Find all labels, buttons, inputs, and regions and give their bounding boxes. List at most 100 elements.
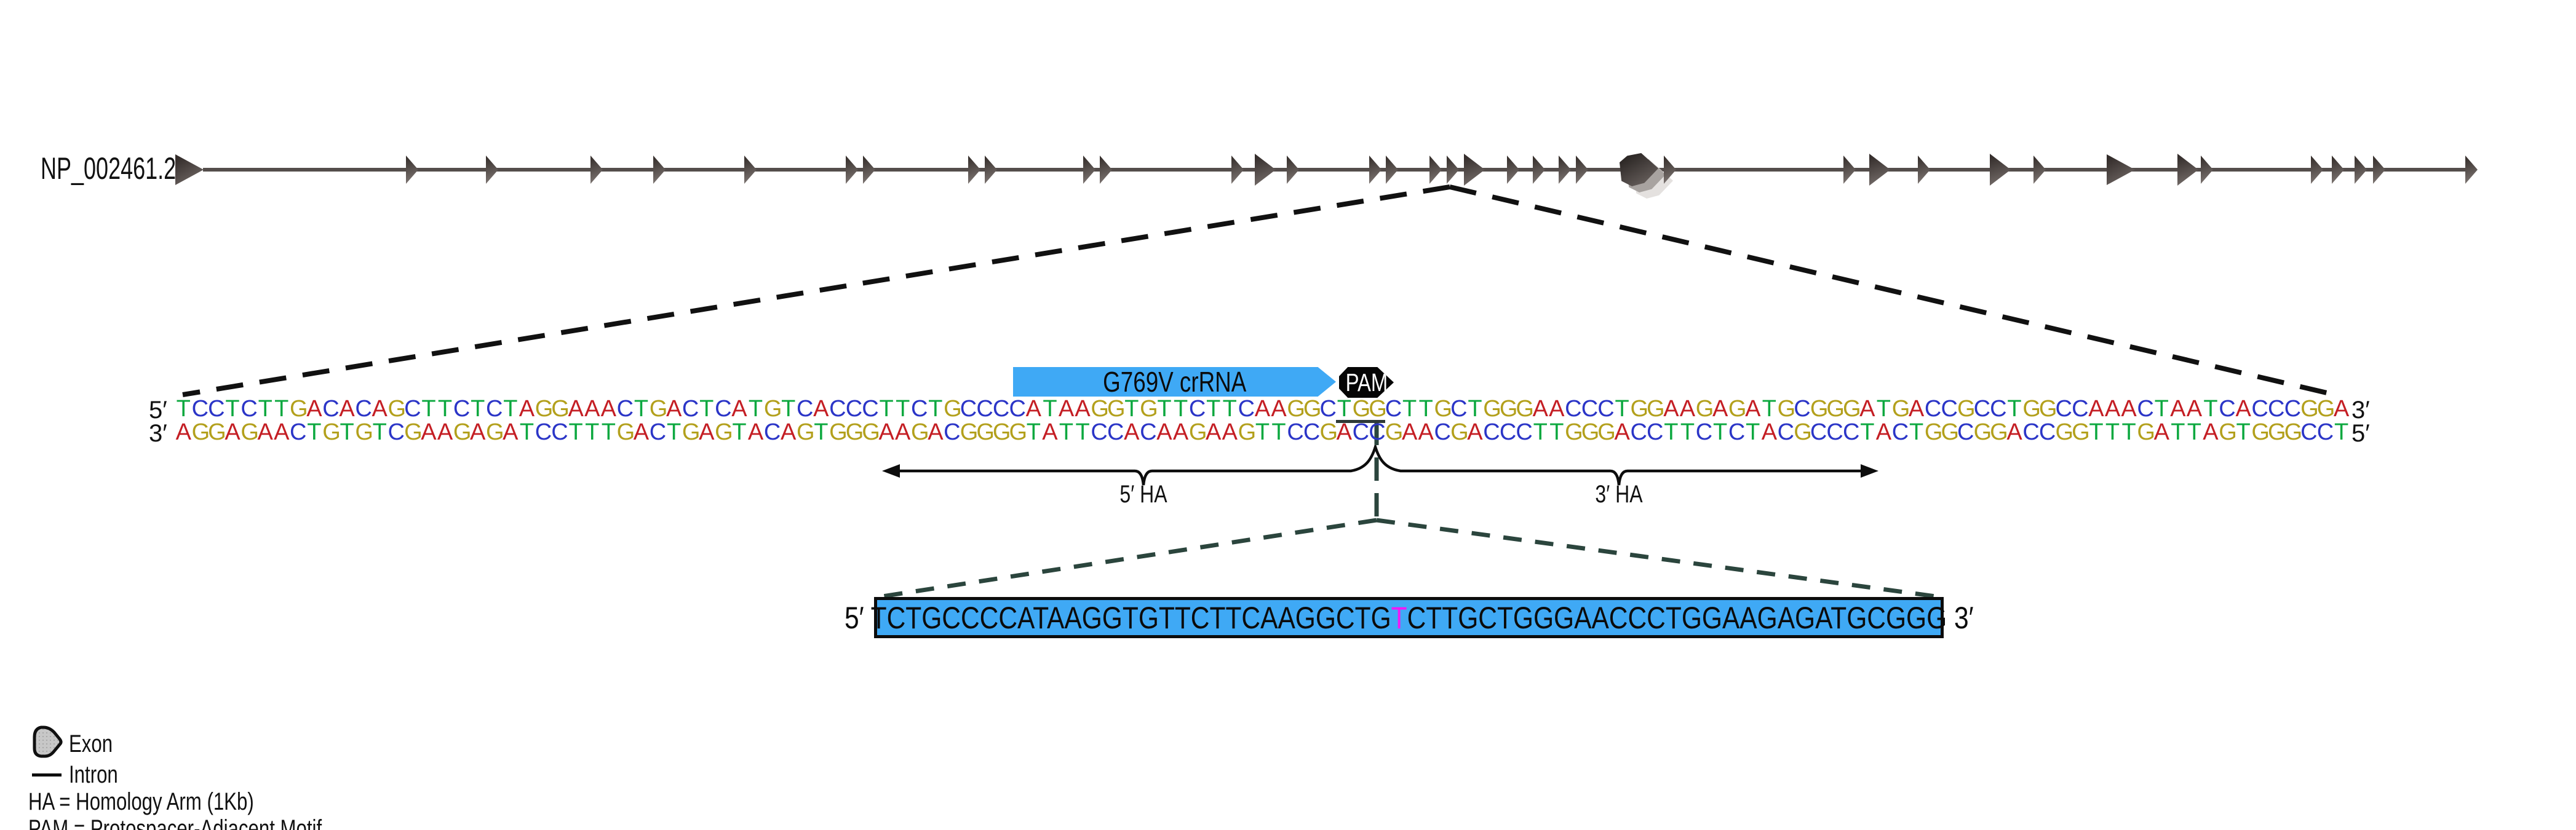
donor-sequence-suffix: CTTGCTGGGAACCCTGGAAGAGATGCGGG 3′ <box>1407 600 1974 635</box>
base-C: C <box>388 419 405 445</box>
base-G: G <box>2284 419 2303 445</box>
base-C: C <box>1581 396 1599 422</box>
base-C: C <box>2251 396 2268 422</box>
base-G: G <box>485 419 504 445</box>
base-G: G <box>616 419 635 445</box>
exon-arrow <box>2177 154 2198 186</box>
base-G: G <box>2251 419 2270 445</box>
base-T: T <box>1271 419 1286 445</box>
exon-arrow <box>653 156 666 184</box>
exon-arrow <box>1918 156 1930 184</box>
base-C: C <box>1369 419 1386 445</box>
base-C: C <box>976 396 993 422</box>
exon-arrow <box>1576 156 1588 184</box>
base-C: C <box>355 396 372 422</box>
base-C: C <box>1794 396 1811 422</box>
intron-track-line <box>203 168 2465 172</box>
base-C: C <box>2316 419 2334 445</box>
base-T: T <box>1043 396 1057 422</box>
exon-arrow <box>1507 156 1519 184</box>
bottom-strand-5prime-label: 5′ <box>2351 420 2370 447</box>
gene-accession-label: NP_002461.2 <box>41 151 177 186</box>
base-A: A <box>1042 419 1058 445</box>
base-C: C <box>911 396 928 422</box>
base-G: G <box>1777 396 1796 422</box>
base-A: A <box>1025 396 1042 422</box>
base-C: C <box>2072 396 2089 422</box>
base-G: G <box>2055 419 2074 445</box>
ha-3prime-label: 3′ HA <box>1595 481 1643 508</box>
exon-arrow <box>1100 156 1112 184</box>
base-C: C <box>1516 419 1533 445</box>
base-C: C <box>2268 396 2285 422</box>
base-G: G <box>1483 396 1501 422</box>
base-C: C <box>1728 419 1746 445</box>
base-G: G <box>1728 396 1747 422</box>
base-T: T <box>1124 396 1139 422</box>
base-T: T <box>519 419 535 445</box>
base-C: C <box>241 396 258 422</box>
base-T: T <box>781 396 796 422</box>
exon-arrow <box>744 156 757 184</box>
exon-arrow <box>968 156 980 184</box>
base-A: A <box>1172 419 1189 445</box>
base-T: T <box>258 396 272 422</box>
base-G: G <box>796 419 815 445</box>
base-T: T <box>176 396 191 422</box>
base-C: C <box>992 396 1010 422</box>
base-C: C <box>1647 419 1664 445</box>
exon-arrow <box>2311 156 2323 184</box>
base-T: T <box>2154 396 2169 422</box>
base-C: C <box>1450 396 1468 422</box>
base-A: A <box>1271 396 1287 422</box>
exon-arrow <box>863 156 875 184</box>
base-A: A <box>1663 396 1679 422</box>
base-G: G <box>1140 396 1158 422</box>
base-C: C <box>1973 396 1991 422</box>
base-A: A <box>2333 396 2350 422</box>
base-C: C <box>2284 396 2302 422</box>
base-C: C <box>1188 396 1206 422</box>
base-T: T <box>2007 396 2022 422</box>
base-G: G <box>1369 396 1387 422</box>
base-A: A <box>2235 396 2251 422</box>
base-A: A <box>781 419 797 445</box>
base-A: A <box>584 396 600 422</box>
base-G: G <box>1499 396 1518 422</box>
donor-mutant-base: T <box>1391 600 1407 635</box>
base-G: G <box>1581 419 1600 445</box>
base-T: T <box>1746 419 1760 445</box>
legend-intron-label: Intron <box>69 761 118 788</box>
base-C: C <box>2022 419 2040 445</box>
exon-arrow <box>1429 156 1442 184</box>
base-G: G <box>1287 396 1305 422</box>
base-G: G <box>1319 419 1338 445</box>
base-C: C <box>1238 396 1255 422</box>
exon-arrow <box>1559 156 1571 184</box>
base-C: C <box>682 396 699 422</box>
base-T: T <box>2334 419 2349 445</box>
base-C: C <box>1107 419 1124 445</box>
base-G: G <box>1516 396 1534 422</box>
base-A: A <box>1745 396 1761 422</box>
base-C: C <box>290 419 307 445</box>
base-C: C <box>1319 396 1337 422</box>
base-C: C <box>322 396 340 422</box>
base-A: A <box>1875 419 1892 445</box>
base-T: T <box>1615 396 1629 422</box>
base-T: T <box>814 419 829 445</box>
exon-arrow <box>985 156 997 184</box>
base-A: A <box>1222 419 1238 445</box>
base-T: T <box>1206 396 1221 422</box>
base-G: G <box>944 396 962 422</box>
exon-arrow <box>2201 156 2213 184</box>
exon-arrow <box>1083 156 1095 184</box>
base-T: T <box>340 419 354 445</box>
base-C: C <box>1810 419 1827 445</box>
base-C: C <box>763 419 781 445</box>
base-G: G <box>1450 419 1469 445</box>
base-C: C <box>1842 419 1860 445</box>
legend-ha-definition: HA = Homology Arm (1Kb) <box>28 788 254 815</box>
base-G: G <box>2219 419 2237 445</box>
base-C: C <box>1434 419 1451 445</box>
